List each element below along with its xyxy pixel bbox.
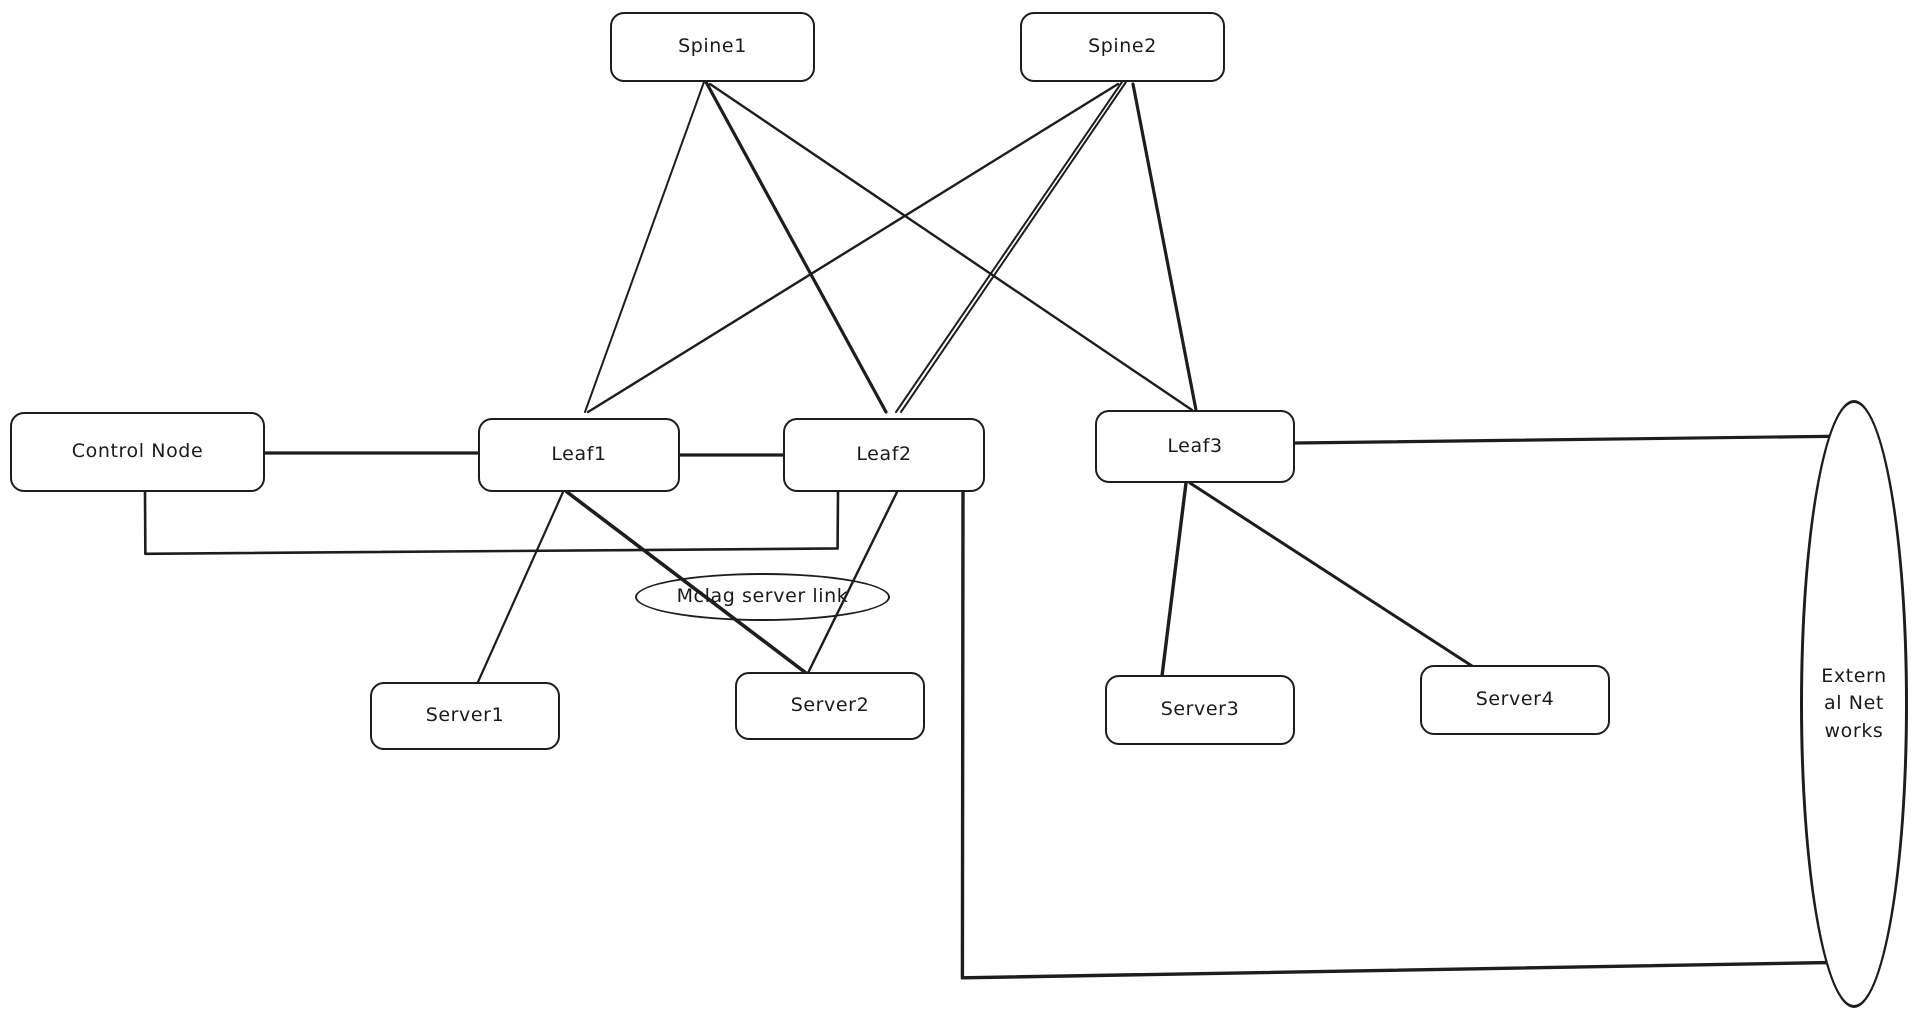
node-control-node-label: Control Node: [71, 440, 204, 463]
node-external-networks[interactable]: External Networks: [1800, 400, 1908, 1008]
node-leaf1[interactable]: Leaf1: [478, 418, 680, 492]
node-server2-label: Server2: [790, 694, 870, 717]
node-server2[interactable]: Server2: [735, 672, 925, 740]
node-control-node[interactable]: Control Node: [10, 412, 265, 492]
node-external-networks-label: External Networks: [1821, 664, 1887, 742]
node-server3[interactable]: Server3: [1105, 675, 1295, 745]
node-server1[interactable]: Server1: [370, 682, 560, 750]
node-leaf3[interactable]: Leaf3: [1095, 410, 1295, 483]
node-server4[interactable]: Server4: [1420, 665, 1610, 735]
annotation-mclag-server-link[interactable]: Mclag server link: [635, 573, 890, 621]
node-spine2[interactable]: Spine2: [1020, 12, 1225, 82]
node-leaf1-label: Leaf1: [551, 443, 607, 466]
node-leaf2-label: Leaf2: [856, 443, 912, 466]
node-spine1-label: Spine1: [678, 35, 747, 58]
node-server1-label: Server1: [425, 704, 505, 727]
annotation-mclag-server-link-label: Mclag server link: [676, 585, 849, 608]
node-spine2-label: Spine2: [1088, 35, 1157, 58]
node-server4-label: Server4: [1475, 688, 1555, 711]
node-leaf3-label: Leaf3: [1167, 434, 1223, 457]
node-server3-label: Server3: [1160, 698, 1240, 721]
node-spine1[interactable]: Spine1: [610, 12, 815, 82]
node-leaf2[interactable]: Leaf2: [783, 418, 985, 492]
